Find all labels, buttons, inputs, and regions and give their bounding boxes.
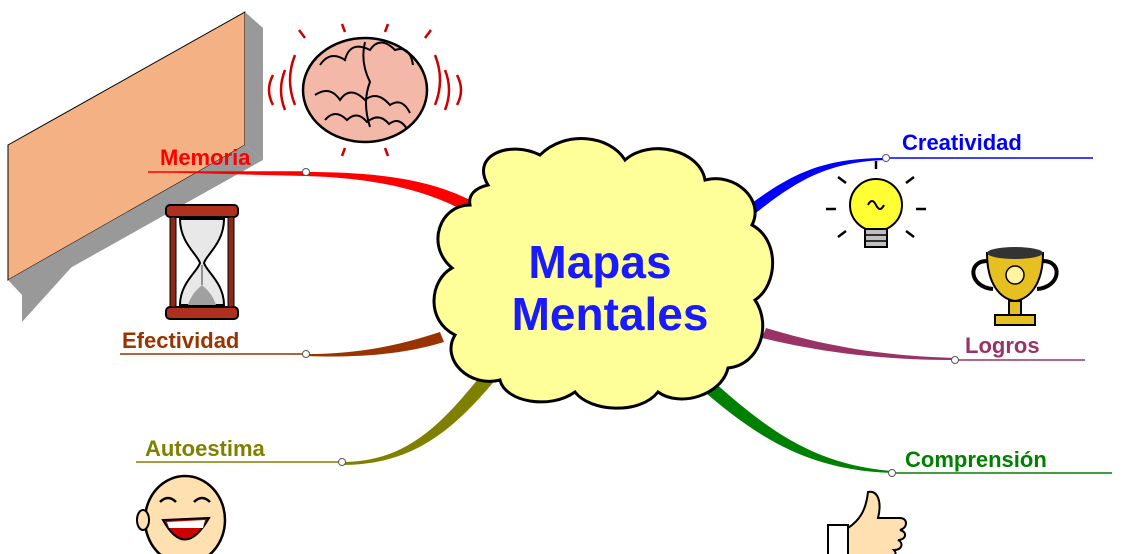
branch-efectividad: [120, 332, 444, 358]
label-efectividad: Efectividad: [122, 328, 239, 353]
branch-logros: [762, 328, 1085, 364]
hourglass-icon: [165, 204, 239, 320]
branch-node: [888, 469, 896, 477]
label-creatividad: Creatividad: [902, 130, 1022, 155]
label-comprension: Comprensión: [905, 447, 1047, 472]
brain-icon: [267, 23, 463, 157]
center-cloud: Mapas Mentales: [432, 137, 775, 410]
thumbs-up-icon: [827, 490, 907, 554]
branch-node: [882, 154, 890, 162]
lightbulb-icon: [826, 161, 926, 248]
branch-memoria: [148, 168, 470, 212]
trophy-icon: [971, 247, 1059, 326]
branch-node: [302, 350, 310, 358]
label-logros: Logros: [965, 333, 1040, 358]
decorative-parallelogram: [7, 11, 263, 322]
center-title-line1: Mapas: [528, 236, 671, 288]
center-title-line2: Mentales: [512, 288, 709, 340]
label-autoestima: Autoestima: [145, 436, 266, 461]
branch-node: [951, 356, 959, 364]
label-memoria: Memoria: [160, 145, 251, 170]
laughing-face-icon: [136, 474, 227, 554]
branch-node: [338, 458, 346, 466]
branch-creatividad: [745, 154, 1093, 216]
branch-node: [302, 168, 310, 176]
branch-comprension: [700, 382, 1112, 477]
